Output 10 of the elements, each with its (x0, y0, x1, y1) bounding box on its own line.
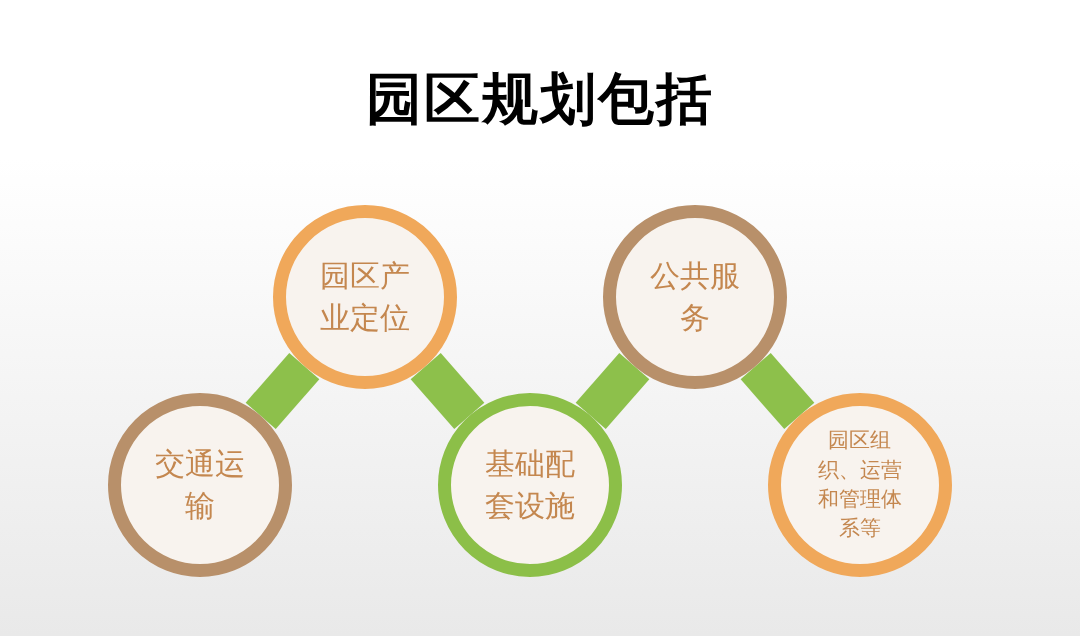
connector-band (740, 352, 815, 430)
connector-band (245, 352, 320, 430)
node-label: 交通运输 (154, 445, 246, 525)
connector-band (575, 352, 650, 430)
node-label: 园区产业定位 (319, 257, 411, 337)
node-label: 公共服务 (649, 257, 741, 337)
node-label: 基础配套设施 (484, 445, 576, 525)
connector-band (410, 352, 485, 430)
node-label: 园区组织、运营和管理体系等 (817, 427, 903, 543)
title: 园区规划包括 (365, 65, 715, 133)
